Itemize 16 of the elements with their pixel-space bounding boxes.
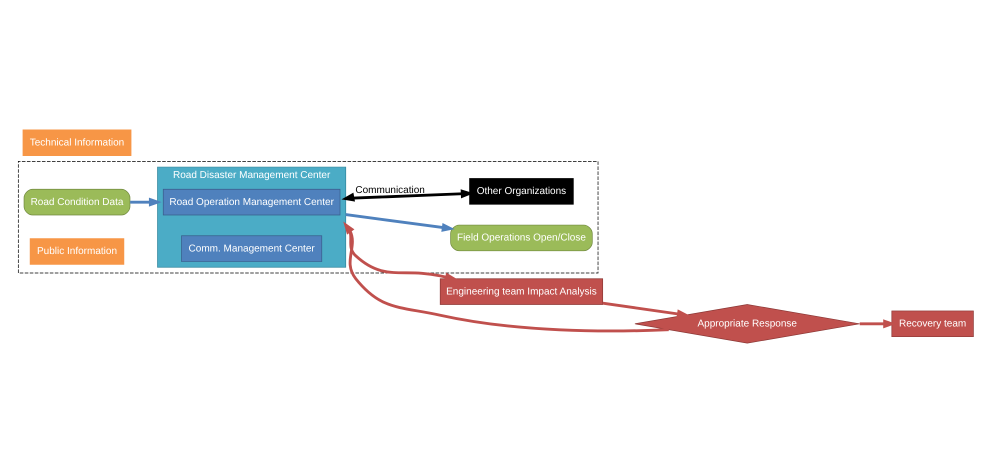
node-box: Recovery team xyxy=(891,310,974,338)
node-box: Road Operation Management Center xyxy=(162,188,340,216)
arrow xyxy=(602,302,690,318)
arrow xyxy=(343,222,669,332)
node-box: Public Information xyxy=(30,238,124,265)
node-box: Comm. Management Center xyxy=(181,235,322,262)
node-box: Technical Information xyxy=(22,130,132,156)
node-box: Field Operations Open/Close xyxy=(450,224,593,252)
node-box: Engineering team Impact Analysis xyxy=(440,278,604,305)
arrow xyxy=(130,198,162,207)
node-box: Other Organizations xyxy=(469,178,574,205)
node-diamond: Appropriate Response xyxy=(634,304,860,344)
edge-label: Communication xyxy=(355,184,425,196)
cluster xyxy=(18,161,598,274)
node-box: Road Condition Data xyxy=(24,188,130,216)
arrow xyxy=(346,213,455,232)
